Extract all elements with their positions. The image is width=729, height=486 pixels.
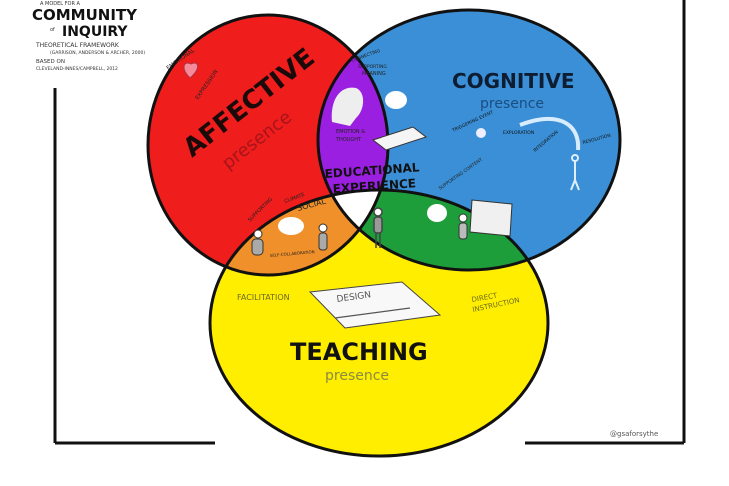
cognitive-subtitle: presence xyxy=(480,96,544,112)
brain-icon xyxy=(476,128,486,138)
heart-icon xyxy=(183,62,199,79)
signature: @gsaforsythe xyxy=(610,430,658,438)
facilitation-label: FACILITATION xyxy=(237,293,290,302)
book-icon xyxy=(371,126,428,151)
head-silhouette-icon xyxy=(331,87,364,126)
person-icon xyxy=(251,229,264,256)
thought-bubble-icon xyxy=(385,91,407,109)
cognitive-note-exploration: EXPLORATION xyxy=(503,130,534,136)
chart-board-icon xyxy=(469,199,513,237)
header-framework: THEORETICAL FRAMEWORK xyxy=(35,42,120,49)
header-based-on-citation: CLEVELAND-INNES/CAMPBELL, 2012 xyxy=(36,66,118,72)
purple-label-2: SUPPORTING xyxy=(358,64,387,70)
frame xyxy=(53,0,686,445)
lightbulb-cloud-icon xyxy=(427,204,447,222)
cycle-arrow-icon xyxy=(519,117,581,151)
affective-teaching-overlap xyxy=(210,190,388,275)
design-label: DESIGN xyxy=(336,290,372,305)
person-icon xyxy=(318,223,328,251)
purple-note-1: EMOTION & xyxy=(336,129,365,135)
double-arrow-icon xyxy=(334,307,411,319)
header-title-line2: INQUIRY xyxy=(62,24,128,40)
person-icon xyxy=(570,154,580,191)
person-icon xyxy=(373,207,383,248)
header-title-line1: COMMUNITY xyxy=(32,6,138,24)
orange-note: SELF-COLLABORATION xyxy=(270,249,315,258)
header-framework-citation: (GARRISON, ANDERSON & ARCHER, 2000) xyxy=(50,50,145,56)
center-line2: EXPERIENCE xyxy=(332,176,416,196)
teaching-subtitle: presence xyxy=(325,368,389,384)
header-based-on: BASED ON xyxy=(36,59,65,65)
person-icon xyxy=(458,213,468,240)
cognitive-title: COGNITIVE xyxy=(452,69,575,93)
center-line1: EDUCATIONAL xyxy=(324,160,420,181)
purple-label-3: MEANING xyxy=(362,71,386,77)
cognitive-teaching-overlap xyxy=(318,190,548,270)
lightbulb-cloud-icon xyxy=(278,217,304,235)
purple-note-2: THOUGHT xyxy=(335,137,362,143)
header-small-top: A MODEL FOR A xyxy=(40,1,81,7)
teaching-title: TEACHING xyxy=(290,338,428,366)
header-of: of xyxy=(50,27,55,33)
